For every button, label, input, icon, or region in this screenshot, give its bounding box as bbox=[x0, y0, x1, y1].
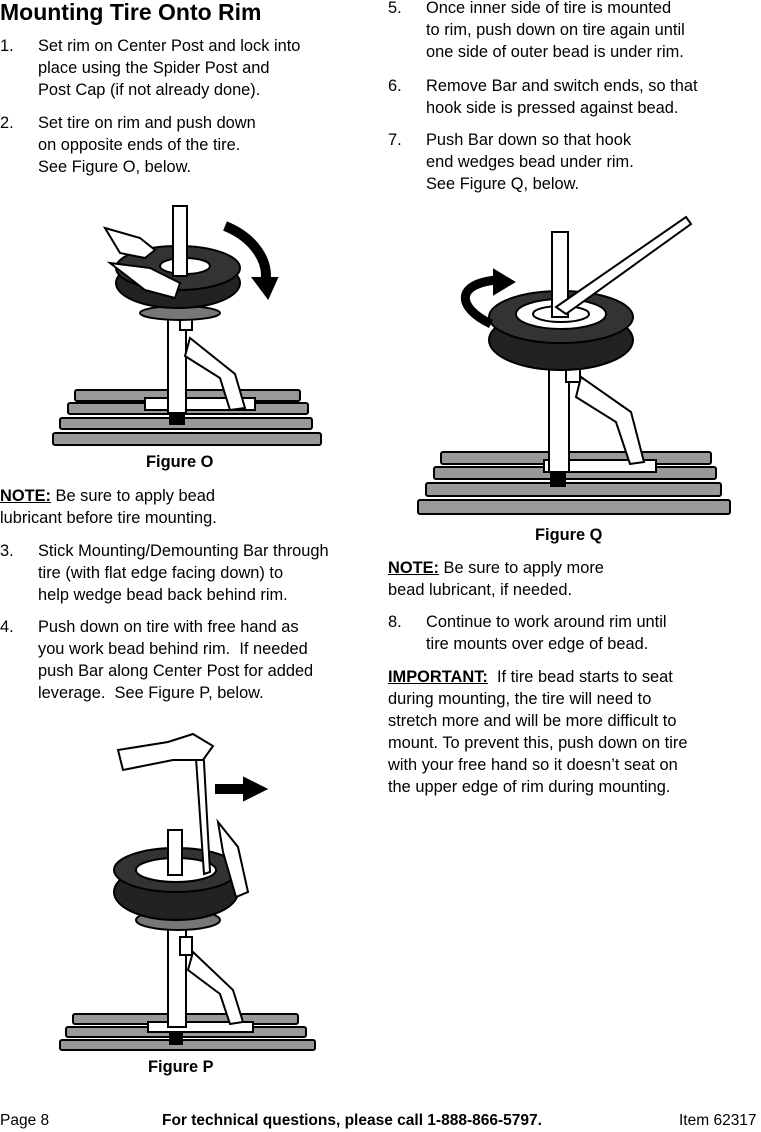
note-label: NOTE: bbox=[388, 559, 439, 577]
page-number: Page 8 bbox=[0, 1112, 50, 1129]
step-2: 2. Set tire on rim and push down on oppo… bbox=[0, 112, 375, 178]
step-8: 8. Continue to work around rim until tir… bbox=[388, 611, 761, 655]
figure-p-caption: Figure P bbox=[148, 1058, 214, 1076]
figure-o-illustration bbox=[52, 205, 322, 446]
important-text: If tire bead starts to seat during mount… bbox=[388, 668, 688, 796]
step-text: Once inner side of tire is mounted to ri… bbox=[426, 0, 685, 61]
step-text: Push down on tire with free hand as you … bbox=[38, 618, 314, 702]
step-4: 4. Push down on tire with free hand as y… bbox=[0, 616, 375, 704]
step-5: 5. Once inner side of tire is mounted to… bbox=[388, 0, 761, 63]
important-note: IMPORTANT: If tire bead starts to seat d… bbox=[388, 666, 687, 798]
step-number: 6. bbox=[388, 77, 402, 95]
step-text: Remove Bar and switch ends, so that hook… bbox=[426, 77, 698, 117]
step-number: 3. bbox=[0, 542, 14, 560]
note-label: NOTE: bbox=[0, 487, 51, 505]
step-number: 7. bbox=[388, 131, 402, 149]
item-number: Item 62317 bbox=[679, 1112, 757, 1129]
technical-contact: For technical questions, please call 1-8… bbox=[162, 1112, 542, 1129]
step-text: Set rim on Center Post and lock into pla… bbox=[38, 37, 301, 99]
note-text: Be sure to apply bead lubricant before t… bbox=[0, 487, 217, 527]
step-number: 5. bbox=[388, 0, 402, 17]
step-text: Stick Mounting/Demounting Bar through ti… bbox=[38, 542, 329, 604]
step-text: Push Bar down so that hook end wedges be… bbox=[426, 131, 634, 193]
step-number: 4. bbox=[0, 618, 14, 636]
note-2: NOTE: Be sure to apply more bead lubrica… bbox=[388, 557, 604, 601]
step-7: 7. Push Bar down so that hook end wedges… bbox=[388, 129, 761, 195]
note-text: Be sure to apply more bead lubricant, if… bbox=[388, 559, 604, 599]
figure-q-caption: Figure Q bbox=[535, 526, 603, 544]
note-1: NOTE: Be sure to apply bead lubricant be… bbox=[0, 485, 217, 529]
figure-q-illustration bbox=[417, 215, 731, 515]
step-text: Set tire on rim and push down on opposit… bbox=[38, 114, 256, 176]
step-number: 1. bbox=[0, 37, 14, 55]
step-1: 1. Set rim on Center Post and lock into … bbox=[0, 35, 375, 101]
figure-p-illustration bbox=[59, 732, 316, 1051]
important-label: IMPORTANT: bbox=[388, 668, 488, 686]
step-number: 2. bbox=[0, 114, 14, 132]
step-number: 8. bbox=[388, 613, 402, 631]
figure-o-caption: Figure O bbox=[146, 453, 214, 471]
step-text: Continue to work around rim until tire m… bbox=[426, 613, 667, 653]
page-heading: Mounting Tire Onto Rim bbox=[0, 0, 262, 25]
step-6: 6. Remove Bar and switch ends, so that h… bbox=[388, 75, 761, 119]
step-3: 3. Stick Mounting/Demounting Bar through… bbox=[0, 540, 375, 606]
